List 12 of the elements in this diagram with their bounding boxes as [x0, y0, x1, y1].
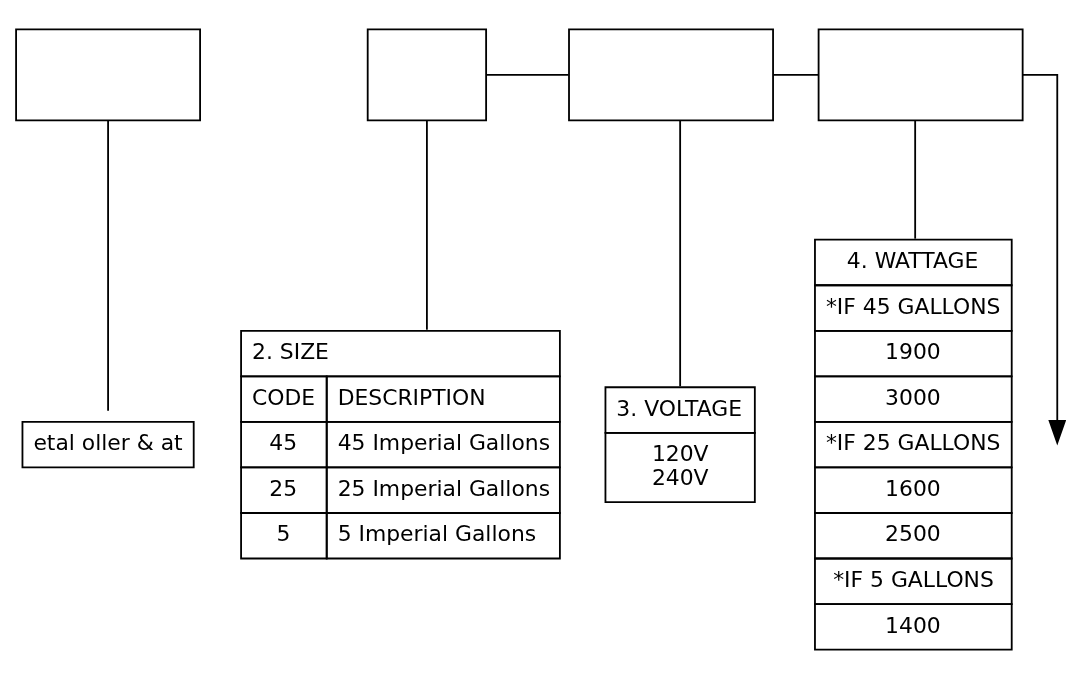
- node-box: [568, 27, 774, 121]
- connector: [485, 73, 570, 76]
- connector: [914, 119, 917, 240]
- node-box: [15, 27, 201, 121]
- connector: [107, 119, 109, 412]
- node-box: [366, 27, 488, 121]
- node-box: [817, 27, 1024, 121]
- connector: [772, 73, 820, 76]
- arrow: [1021, 73, 1066, 445]
- node-box: etal oller & at: [21, 420, 195, 468]
- connector: [679, 119, 682, 387]
- connector: [426, 119, 428, 331]
